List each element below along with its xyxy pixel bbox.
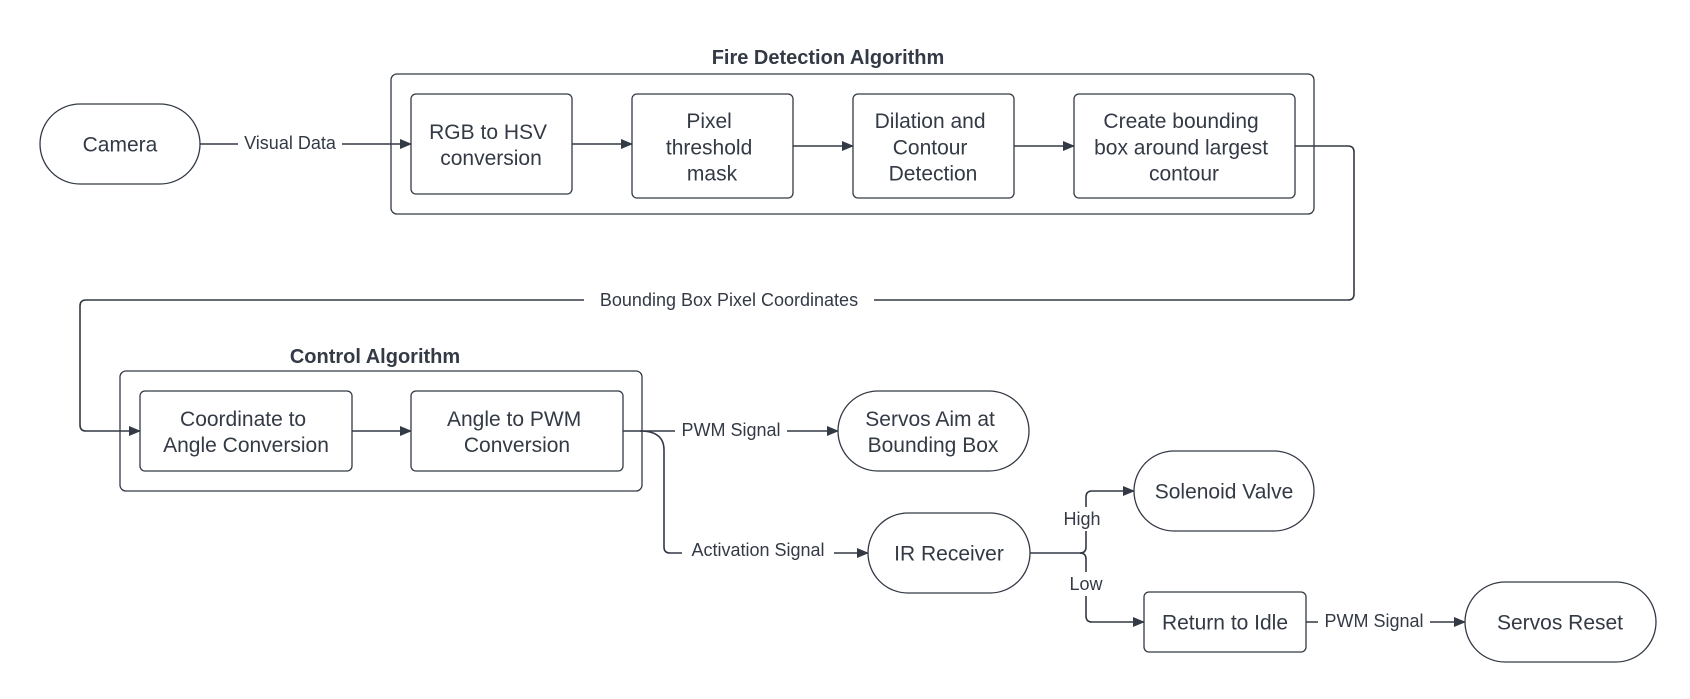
- node-label: IR Receiver: [894, 542, 1004, 565]
- node-label: Servos Reset: [1497, 611, 1623, 634]
- node-solenoid-valve: Solenoid Valve: [1133, 450, 1315, 532]
- node-label: Create bounding box around largest conto…: [1094, 110, 1274, 186]
- label-pwm-signal-reset: PWM Signal: [1324, 611, 1423, 631]
- node-camera: Camera: [39, 103, 201, 185]
- edge-pwm-to-ir: [639, 430, 869, 558]
- label-bbox-coordinates: Bounding Box Pixel Coordinates: [600, 290, 858, 310]
- node-label: Camera: [83, 133, 158, 156]
- node-rgb-to-hsv: RGB to HSV conversion: [410, 93, 573, 195]
- node-servos-aim: Servos Aim at Bounding Box: [837, 390, 1030, 472]
- edge-ir-to-idle: [1079, 552, 1145, 627]
- control-title: Control Algorithm: [290, 346, 460, 368]
- label-activation-signal: Activation Signal: [691, 540, 824, 560]
- node-label: Solenoid Valve: [1155, 480, 1294, 503]
- node-bounding-box: Create bounding box around largest conto…: [1073, 93, 1296, 199]
- label-pwm-signal-aim: PWM Signal: [681, 420, 780, 440]
- node-dilation-contour: Dilation and Contour Detection: [852, 93, 1015, 199]
- label-visual-data: Visual Data: [244, 133, 337, 153]
- label-high: High: [1063, 509, 1100, 529]
- node-coordinate-angle: Coordinate to Angle Conversion: [139, 390, 353, 472]
- node-pixel-threshold: Pixel threshold mask: [631, 93, 794, 199]
- node-servos-reset: Servos Reset: [1464, 581, 1657, 663]
- node-label: Angle to PWM Conversion: [447, 408, 587, 457]
- node-label: Dilation and Contour Detection: [875, 110, 992, 186]
- node-return-to-idle: Return to Idle: [1143, 591, 1307, 653]
- node-label: RGB to HSV conversion: [429, 121, 553, 170]
- fire-detection-title: Fire Detection Algorithm: [712, 47, 945, 69]
- node-label: Pixel threshold mask: [666, 110, 758, 186]
- node-label: Coordinate to Angle Conversion: [163, 408, 329, 457]
- node-label: Return to Idle: [1162, 611, 1288, 634]
- label-low: Low: [1069, 574, 1103, 594]
- node-angle-pwm: Angle to PWM Conversion: [410, 390, 624, 472]
- node-ir-receiver: IR Receiver: [867, 512, 1031, 594]
- edge-labels: Visual Data Bounding Box Pixel Coordinat…: [238, 131, 1430, 633]
- node-label: Servos Aim at Bounding Box: [865, 408, 1000, 457]
